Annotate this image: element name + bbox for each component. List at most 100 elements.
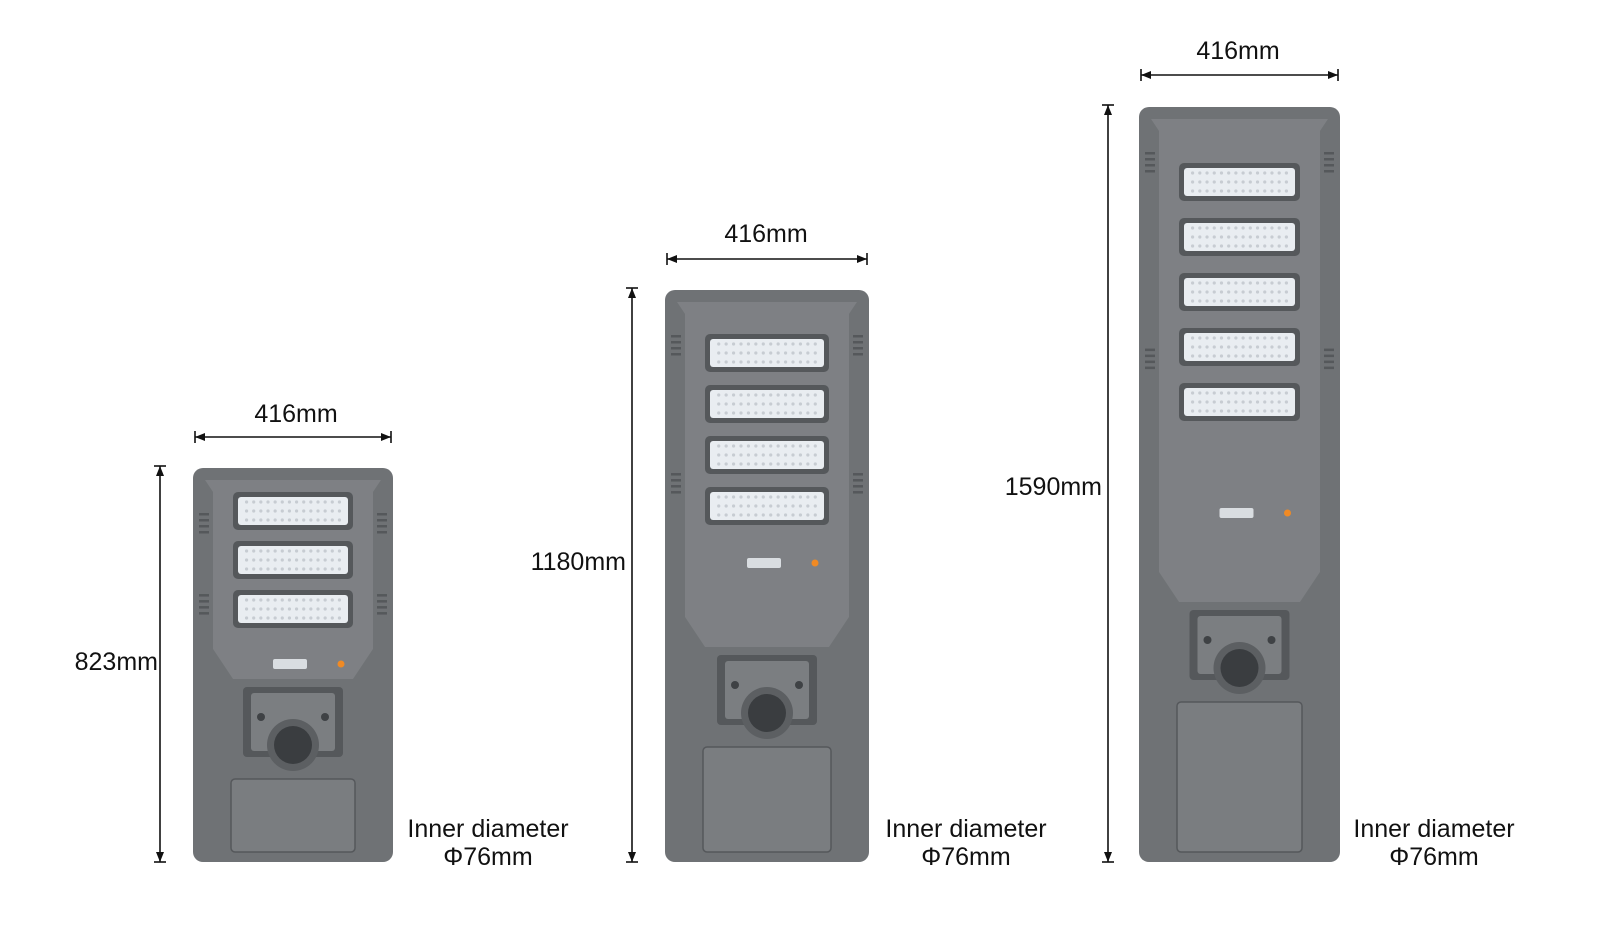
- lamp-large-led-dot: [1241, 180, 1245, 184]
- lamp-small-led-dot: [337, 607, 342, 611]
- lamp-small-vent: [199, 606, 209, 609]
- lamp-small-led-dot: [323, 616, 327, 620]
- lamp-medium-vent: [853, 479, 863, 482]
- lamp-small-led-dot: [280, 509, 284, 513]
- lamp-large-led-dot: [1241, 400, 1245, 404]
- lamp-medium-led-dot: [724, 351, 728, 355]
- lamp-small-led-dot: [266, 616, 270, 620]
- lamp-large-led-dot: [1234, 281, 1238, 285]
- lamp-large-led-dot: [1219, 235, 1224, 239]
- lamp-medium-led-dot: [754, 393, 758, 397]
- lamp-large-led-dot: [1270, 235, 1274, 239]
- lamp-medium-led-dot: [806, 513, 810, 517]
- lamp-large-led-dot: [1277, 391, 1281, 395]
- lamp-small-vent: [199, 594, 209, 597]
- lamp-medium-led-dot: [769, 462, 773, 466]
- lamp-large-vent: [1145, 158, 1155, 161]
- lamp-small-led-dot: [302, 518, 306, 522]
- lamp-large-led-dot: [1270, 299, 1274, 303]
- lamp-large-led-dot: [1255, 244, 1260, 248]
- lamp-small-led-dot: [252, 500, 256, 504]
- lamp-medium-led-dot: [754, 342, 758, 346]
- lamp-small-led-dot: [323, 598, 327, 602]
- lamp-large-led-dot: [1234, 189, 1238, 193]
- lamp-small-led-dot: [330, 549, 334, 553]
- lamp-large-led-dot: [1255, 345, 1260, 349]
- lamp-small-note-line1: Inner diameter: [407, 815, 569, 843]
- lamp-large-led-dot: [1277, 235, 1281, 239]
- lamp-medium-led-dot: [724, 342, 728, 346]
- lamp-small-led-dot: [252, 518, 256, 522]
- lamp-medium-led-dot: [746, 402, 751, 406]
- lamp-small-led-dot: [330, 616, 334, 620]
- lamp-large-led-dot: [1270, 354, 1274, 358]
- lamp-small-led-dot: [316, 500, 320, 504]
- lamp-medium-led-dot: [746, 495, 751, 499]
- lamp-large-led-dot: [1198, 281, 1202, 285]
- lamp-medium-led-dot: [739, 495, 743, 499]
- lamp-medium-led-dot: [769, 495, 773, 499]
- lamp-large-led-dot: [1284, 171, 1288, 175]
- lamp-medium-led-dot: [806, 402, 810, 406]
- lamp-large-led-dot: [1212, 189, 1216, 193]
- lamp-small-led-dot: [280, 558, 284, 562]
- lamp-large-led-dot: [1255, 299, 1260, 303]
- lamp-large-led-dot: [1284, 345, 1288, 349]
- lamp-large-led-dot: [1255, 354, 1260, 358]
- lamp-medium-led-dot: [798, 453, 803, 457]
- lamp-large-led-dot: [1277, 409, 1281, 413]
- lamp-medium-led-dot: [783, 504, 788, 508]
- lamp-large-led-dot: [1277, 171, 1281, 175]
- lamp-medium-led-dot: [769, 342, 773, 346]
- lamp-medium-led-dot: [769, 360, 773, 364]
- lamp-medium-led-dot: [717, 495, 721, 499]
- lamp-large-led-dot: [1227, 171, 1231, 175]
- lamp-small-vent: [377, 525, 387, 528]
- lamp-medium-led-dot: [769, 453, 773, 457]
- lamp-large-led-dot: [1212, 235, 1216, 239]
- lamp-medium-led-dot: [717, 513, 721, 517]
- lamp-medium-led-dot: [813, 453, 817, 457]
- lamp-small-led-dot: [280, 607, 284, 611]
- lamp-medium-led-dot: [717, 351, 721, 355]
- lamp-large-mount-bolt: [1203, 636, 1212, 644]
- lamp-small-led-dot: [266, 607, 270, 611]
- lamp-medium-width-dimension-arrow-left: [667, 255, 677, 263]
- lamp-large-led-dot: [1270, 409, 1274, 413]
- lamp-medium-vent: [853, 347, 863, 350]
- lamp-small-led-dot: [244, 607, 249, 611]
- lamp-medium-led-dot: [806, 360, 810, 364]
- lamp-large-led-dot: [1270, 391, 1274, 395]
- lamp-small-led-dot: [323, 500, 327, 504]
- lamp-small-led-dot: [287, 558, 292, 562]
- lamp-large-led-dot: [1234, 409, 1238, 413]
- lamp-large-led-dot: [1205, 345, 1209, 349]
- lamp-large-led-dot: [1277, 189, 1281, 193]
- lamp-large-led-dot: [1284, 354, 1288, 358]
- lamp-small-led-dot: [316, 616, 320, 620]
- lamp-small-width-dimension-arrow-right: [381, 433, 391, 441]
- lamp-large-led-dot: [1227, 290, 1231, 294]
- lamp-medium-led-dot: [813, 351, 817, 355]
- lamp-small-led-dot: [294, 509, 299, 513]
- lamp-large-led-dot: [1270, 290, 1274, 294]
- lamp-large-vent: [1324, 164, 1334, 167]
- lamp-large-sensor-window: [1219, 508, 1254, 518]
- lamp-small-led-dot: [244, 558, 249, 562]
- lamp-small-led-dot: [244, 616, 249, 620]
- lamp-large-led-dot: [1234, 391, 1238, 395]
- lamp-large-led-dot: [1191, 281, 1195, 285]
- lamp-large-led-dot: [1284, 290, 1288, 294]
- lamp-medium-led-module: [710, 390, 824, 418]
- lamp-small-led-dot: [309, 567, 313, 571]
- lamp-medium-led-dot: [798, 504, 803, 508]
- lamp-medium-led-dot: [724, 402, 728, 406]
- lamp-small-led-dot: [316, 518, 320, 522]
- lamp-large-led-dot: [1198, 400, 1202, 404]
- lamp-large-led-dot: [1234, 171, 1238, 175]
- lamp-small-vent: [377, 600, 387, 603]
- lamp-small-vent: [199, 525, 209, 528]
- lamp-large-vent: [1324, 348, 1334, 352]
- lamp-small-led-dot: [323, 549, 327, 553]
- lamp-medium-vent: [671, 347, 681, 350]
